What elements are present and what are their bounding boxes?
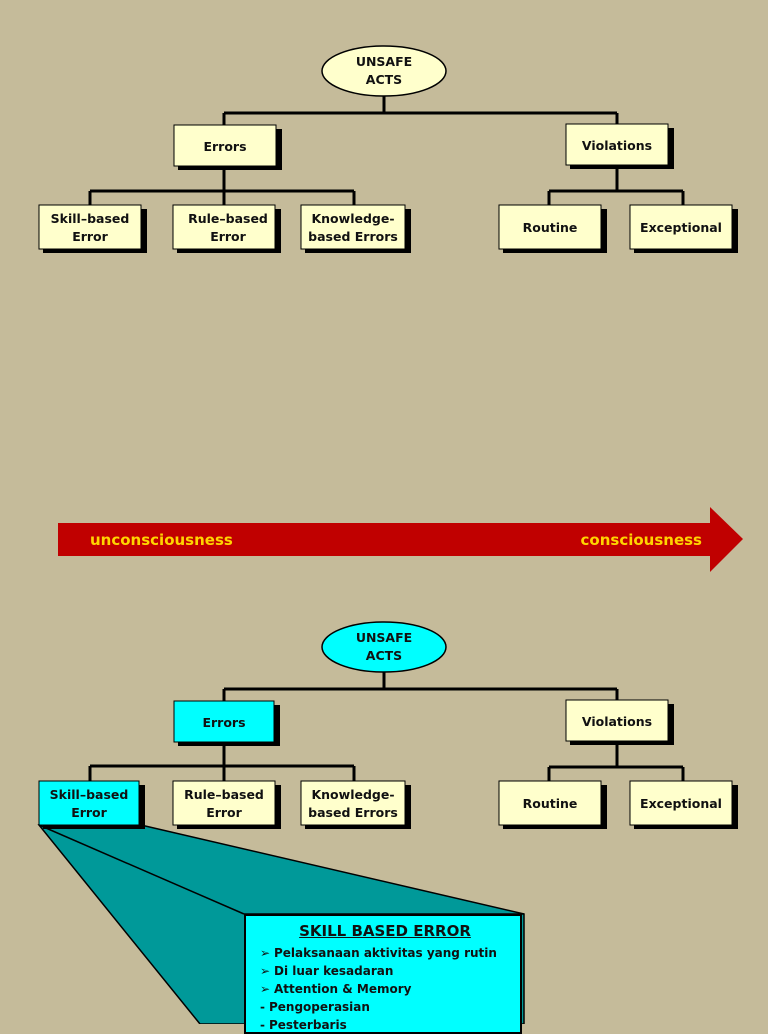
callout-item-text: Pengoperasian (268, 1000, 370, 1014)
bottom-tree: UNSAFE ACTS Errors Violations Skill–base… (38, 621, 738, 829)
callout-item-text: Pesterbaris (268, 1018, 347, 1032)
callout-line: -Pesterbaris (260, 1016, 510, 1032)
consciousness-arrow: unconsciousness consciousness (58, 507, 743, 572)
top-violations-label: Violations (582, 138, 652, 153)
arrow-left-label: unconsciousness (90, 531, 233, 549)
bullet-arrow-icon: ➢ (260, 964, 271, 978)
bottom-knowledge-node: Knowledge- based Errors (300, 780, 411, 829)
bottom-root-label-line1: UNSAFE (356, 630, 412, 645)
top-rule-label-line2: Error (210, 229, 246, 244)
bottom-routine-label: Routine (523, 796, 578, 811)
bottom-skill-node: Skill–based Error (38, 780, 145, 829)
top-skill-label-line2: Error (72, 229, 108, 244)
top-exceptional-node: Exceptional (629, 204, 738, 253)
bottom-violations-label: Violations (582, 714, 652, 729)
top-routine-node: Routine (498, 204, 607, 253)
top-knowledge-label-line1: Knowledge- (311, 211, 394, 226)
bottom-errors-label: Errors (202, 715, 245, 730)
bottom-routine-node: Routine (498, 780, 607, 829)
top-root-label-line1: UNSAFE (356, 54, 412, 69)
bottom-root-label-line2: ACTS (366, 648, 402, 663)
top-rule-node: Rule–based Error (172, 204, 281, 253)
bottom-rule-label-line1: Rule–based (184, 787, 264, 802)
callout-line: ➢Pelaksanaan aktivitas yang rutin (260, 944, 510, 962)
top-violations-node: Violations (565, 123, 674, 169)
callout-item-text: Pelaksanaan aktivitas yang rutin (274, 946, 497, 960)
bottom-exceptional-node: Exceptional (629, 780, 738, 829)
top-skill-node: Skill–based Error (38, 204, 147, 253)
top-root-node: UNSAFE ACTS (321, 45, 447, 97)
bottom-errors-node: Errors (173, 700, 280, 746)
callout-line: ➢Di luar kesadaran (260, 962, 510, 980)
bottom-violations-node: Violations (565, 699, 674, 745)
top-skill-label-line1: Skill–based (51, 211, 130, 226)
top-rule-label-line1: Rule–based (188, 211, 268, 226)
bottom-root-node: UNSAFE ACTS (321, 621, 447, 673)
bottom-rule-label-line2: Error (206, 805, 242, 820)
dash-marker: - (260, 1000, 265, 1014)
arrow-right-label: consciousness (581, 531, 703, 549)
bottom-skill-label-line1: Skill–based (50, 787, 129, 802)
bottom-skill-label-line2: Error (71, 805, 107, 820)
bottom-knowledge-label-line1: Knowledge- (311, 787, 394, 802)
top-connectors (88, 96, 685, 205)
top-errors-label: Errors (203, 139, 246, 154)
top-tree: UNSAFE ACTS Errors Violations Skill–base… (38, 45, 738, 253)
bullet-arrow-icon: ➢ (260, 946, 271, 960)
callout-line: -Pengoperasian (260, 998, 510, 1016)
callout-title: SKILL BASED ERROR (299, 922, 471, 940)
dash-marker: - (260, 1018, 265, 1032)
arrow-shape (58, 507, 743, 572)
bottom-rule-node: Rule–based Error (172, 780, 281, 829)
bottom-connectors (88, 672, 685, 781)
callout-item-text: Attention & Memory (274, 982, 412, 996)
callout-item-text: Di luar kesadaran (274, 964, 394, 978)
skill-based-error-callout: SKILL BASED ERROR ➢Pelaksanaan aktivitas… (244, 914, 522, 1034)
bullet-arrow-icon: ➢ (260, 982, 271, 996)
top-exceptional-label: Exceptional (640, 220, 722, 235)
top-knowledge-node: Knowledge- based Errors (300, 204, 411, 253)
top-errors-node: Errors (173, 124, 282, 170)
top-root-label-line2: ACTS (366, 72, 402, 87)
top-knowledge-label-line2: based Errors (308, 229, 398, 244)
top-routine-label: Routine (523, 220, 578, 235)
callout-line: ➢Attention & Memory (260, 980, 510, 998)
bottom-knowledge-label-line2: based Errors (308, 805, 398, 820)
bottom-exceptional-label: Exceptional (640, 796, 722, 811)
